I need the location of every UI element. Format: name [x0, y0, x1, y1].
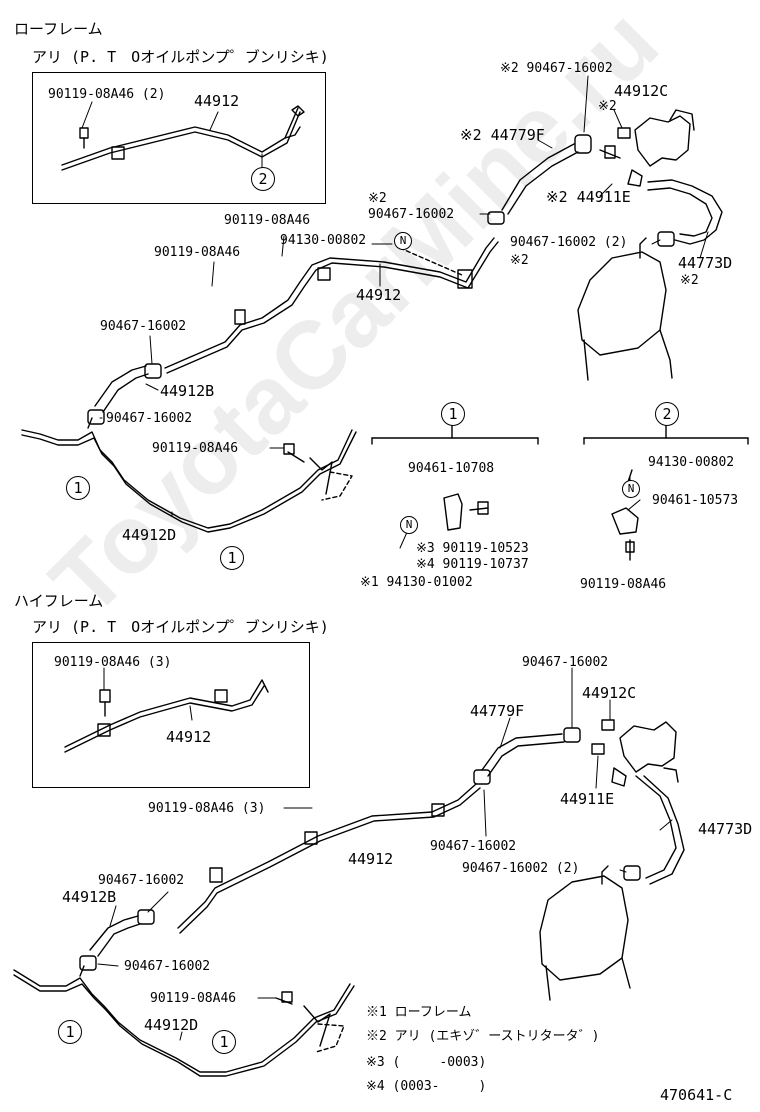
top-option-box [32, 72, 326, 204]
bottom-lower-pipe [13, 965, 355, 1077]
part-label: 90119-08A46 (3) [54, 655, 172, 670]
part-label: ※2 44779F [460, 126, 545, 144]
top-main-pipe [164, 237, 499, 374]
part-label: 44912 [356, 286, 402, 304]
leader-lines-bottom [97, 667, 673, 1041]
part-label: 44773D [678, 254, 733, 272]
detail1-drawing [371, 423, 539, 531]
detail2-drawing [583, 423, 749, 561]
part-label: 90467-16002 [98, 873, 185, 888]
part-label: 90467-16002 (2) [510, 235, 628, 250]
detail-1-callout: 1 [58, 1020, 82, 1044]
part-label: 44773D [698, 820, 753, 838]
part-label: 44912 [348, 850, 394, 868]
top-box-pipe [61, 105, 305, 171]
part-label: 90467-16002 [100, 319, 187, 334]
top-fuel-tank [577, 237, 673, 381]
top-lower-pipe [21, 417, 357, 533]
footnote: ※2 アリ (エキゾ゛ーストリタータ゛) [366, 1029, 600, 1044]
bottom-main-pipe [177, 783, 481, 934]
part-label: 94130-00802 [280, 233, 367, 248]
part-label: ※4 90119-10737 [416, 557, 529, 572]
bottom-pump [591, 719, 685, 885]
part-label: 90119-08A46 (2) [48, 87, 166, 102]
part-label: 44779F [470, 702, 525, 720]
part-label: 44912B [62, 888, 117, 906]
part-label: 90461-10573 [652, 493, 739, 508]
footnote: ※4 (0003- ) [366, 1079, 487, 1094]
part-label: 90119-08A46 [154, 245, 241, 260]
part-label: 44912B [160, 382, 215, 400]
part-label: 44912C [614, 82, 669, 100]
part-label: 44912C [582, 684, 637, 702]
part-label: 44912 [166, 728, 212, 746]
bottom-option-box [32, 642, 310, 788]
detail-1-header: 1 [441, 402, 465, 426]
part-label: 90467-16002 [430, 839, 517, 854]
low-frame-subheading: アリ (P. T Oオイルポンプ゜ブンリシキ) [32, 48, 329, 66]
part-label: 90467-16002 [106, 411, 193, 426]
detail-2-callout: 2 [251, 167, 275, 191]
detail-1-callout: 1 [66, 476, 90, 500]
part-label: ※2 [368, 191, 387, 206]
part-label: 44911E [560, 790, 615, 808]
part-label: 90119-08A46 [152, 441, 239, 456]
diagram-id: 470641-C [660, 1086, 733, 1104]
part-label: 90119-08A46 [224, 213, 311, 228]
top-clamps [87, 134, 675, 425]
part-label: 44912D [122, 526, 177, 544]
bottom-box-pipe [64, 679, 269, 753]
part-label: 90119-08A46 (3) [148, 801, 266, 816]
part-label: 90467-16002 (2) [462, 861, 580, 876]
part-label: ※2 [598, 99, 617, 114]
bottom-fuel-tank [539, 865, 631, 1001]
part-label: 90461-10708 [408, 461, 495, 476]
footnote: ※1 ローフレーム [366, 1005, 472, 1020]
detail-1-callout: 1 [220, 546, 244, 570]
part-label: 90467-16002 [368, 207, 455, 222]
part-label: ※2 90467-16002 [500, 61, 613, 76]
part-label: ※2 [510, 253, 529, 268]
high-frame-subheading: アリ (P. T Oオイルポンプ゜ブンリシキ) [32, 618, 329, 636]
low-frame-heading: ローフレーム [14, 20, 103, 38]
part-label: 94130-00802 [648, 455, 735, 470]
top-pump [599, 109, 723, 245]
detail-1-callout: 1 [212, 1030, 236, 1054]
part-label: 90467-16002 [522, 655, 609, 670]
detail-2-header: 2 [655, 402, 679, 426]
nut-callout: N [622, 480, 640, 498]
nut-callout: N [394, 232, 412, 250]
part-label: 44912 [194, 92, 240, 110]
part-label: 90467-16002 [124, 959, 211, 974]
footnote: ※3 ( -0003) [366, 1055, 487, 1070]
part-label: ※2 [680, 273, 699, 288]
part-label: 90119-08A46 [580, 577, 667, 592]
part-label: 44912D [144, 1016, 199, 1034]
part-label: ※1 94130-01002 [360, 575, 473, 590]
part-label: ※3 90119-10523 [416, 541, 529, 556]
high-frame-heading: ハイフレーム [14, 592, 104, 610]
part-label: 90119-08A46 [150, 991, 237, 1006]
nut-callout: N [400, 516, 418, 534]
part-label: ※2 44911E [546, 188, 631, 206]
